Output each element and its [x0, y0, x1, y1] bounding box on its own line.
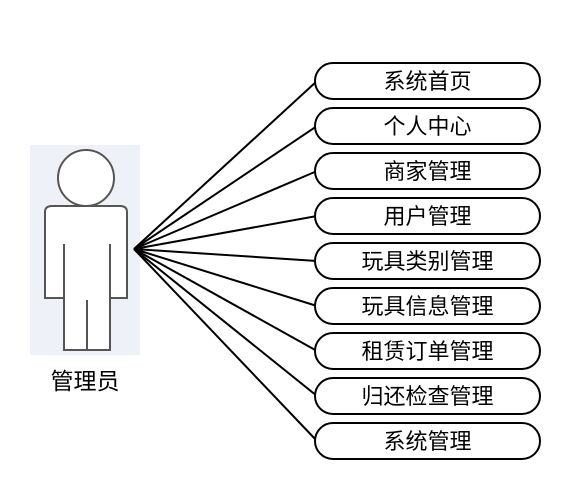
use-case-list: 系统首页个人中心商家管理用户管理玩具类别管理玩具信息管理租赁订单管理归还检查管理… [314, 62, 541, 460]
use-case-box [314, 242, 541, 280]
use-case-node: 玩具信息管理 [314, 287, 541, 325]
use-case-box [314, 377, 541, 415]
connector-line [133, 248, 318, 442]
use-case-node: 系统管理 [314, 422, 541, 460]
actor-body [44, 205, 128, 351]
connector-line [133, 248, 318, 307]
connector-line [133, 215, 318, 250]
actor-label: 管理员 [50, 369, 120, 395]
connector-line [133, 248, 318, 262]
connector-lines [133, 80, 318, 442]
connector-line [133, 170, 318, 250]
connector-line [133, 125, 318, 250]
use-case-node: 个人中心 [314, 107, 541, 145]
use-case-label: 商家管理 [383, 160, 471, 185]
use-case-box [314, 332, 541, 370]
use-case-label: 个人中心 [383, 115, 471, 140]
use-case-node: 租赁订单管理 [314, 332, 541, 370]
use-case-node: 商家管理 [314, 152, 541, 190]
use-case-box [314, 197, 541, 235]
use-case-label: 玩具信息管理 [361, 295, 493, 320]
use-case-box [314, 287, 541, 325]
use-case-box [314, 62, 541, 100]
use-case-label: 租赁订单管理 [361, 340, 493, 365]
use-case-node: 归还检查管理 [314, 377, 541, 415]
use-case-node: 玩具类别管理 [314, 242, 541, 280]
connector-line [133, 248, 318, 352]
use-case-label: 系统首页 [383, 70, 471, 95]
use-case-box [314, 152, 541, 190]
use-case-label: 系统管理 [383, 430, 471, 455]
use-case-node: 系统首页 [314, 62, 541, 100]
actor-figure [44, 149, 128, 351]
use-case-label: 用户管理 [383, 205, 471, 230]
actor-head [57, 149, 115, 207]
connector-line [133, 248, 318, 397]
use-case-node: 用户管理 [314, 197, 541, 235]
use-case-label: 归还检查管理 [361, 385, 493, 410]
use-case-box [314, 422, 541, 460]
connector-line [133, 80, 318, 250]
use-case-box [314, 107, 541, 145]
use-case-label: 玩具类别管理 [361, 250, 493, 275]
